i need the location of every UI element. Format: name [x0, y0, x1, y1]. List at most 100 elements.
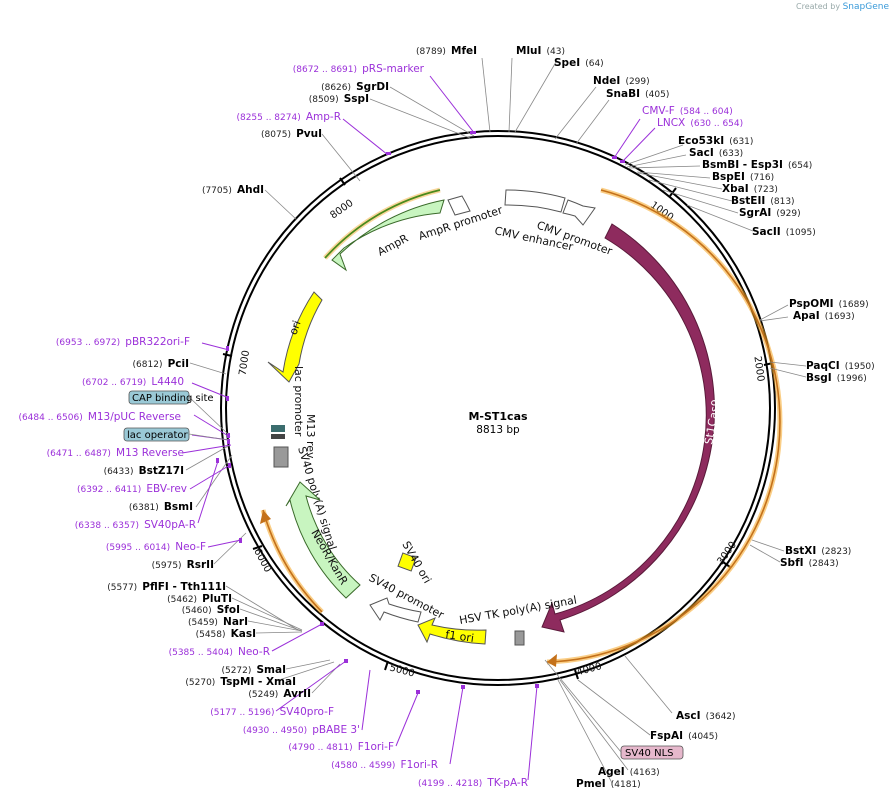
site-name-bsmi[interactable]: BsmI: [164, 501, 193, 513]
svg-text:(5458) KasI: (5458) KasI: [196, 622, 256, 641]
site-name-pflfi[interactable]: PflFI - Tth111I: [142, 581, 226, 593]
site-name-smai[interactable]: SmaI: [257, 664, 287, 676]
site-name-sbfi[interactable]: SbfI: [780, 557, 804, 569]
site-num-fspai: (4045): [688, 732, 718, 742]
site-name-pspomi[interactable]: PspOMI: [789, 298, 834, 310]
lac-operator-feature[interactable]: [271, 425, 285, 432]
site-name-kasi[interactable]: KasI: [231, 628, 256, 640]
hsv-tk-polya-feature[interactable]: [514, 630, 525, 646]
primer-name-amp-r[interactable]: Amp-R: [306, 111, 341, 123]
site-num-avrii: (5249): [248, 690, 278, 700]
primer-name-l4440[interactable]: L4440: [151, 376, 184, 388]
site-name-avrii[interactable]: AvrII: [283, 688, 311, 700]
site-name-bsgi[interactable]: BsgI: [806, 372, 832, 384]
site-name-ndei[interactable]: NdeI: [593, 75, 620, 87]
site-name-ahdi[interactable]: AhdI: [237, 184, 264, 196]
site-num-bsmbi: (654): [788, 161, 812, 171]
site-name-bspei[interactable]: BspEI: [712, 171, 745, 183]
site-name-agei[interactable]: AgeI: [598, 766, 625, 778]
cap-binding-site-label[interactable]: CAP binding site: [132, 393, 214, 404]
tick-6000: 6000: [251, 547, 273, 575]
m13-rev-feature[interactable]: [271, 434, 285, 439]
site-name-bstxi[interactable]: BstXI: [785, 545, 816, 557]
site-name-sfoi[interactable]: SfoI: [217, 604, 240, 616]
primer-name-sv40pro-f[interactable]: SV40pro-F: [280, 706, 334, 718]
sv40-promoter-feature[interactable]: [369, 597, 422, 623]
svg-text:PaqCI (1950): PaqCI (1950): [806, 354, 875, 373]
orf-neor-head: [260, 510, 271, 524]
site-name-bstz17i[interactable]: BstZ17I: [139, 465, 184, 477]
svg-text:(7705) AhdI: (7705) AhdI: [202, 178, 264, 197]
primer-name-sv40pa-r[interactable]: SV40pA-R: [144, 519, 196, 531]
site-name-apai[interactable]: ApaI: [793, 310, 820, 322]
tick-7000: 7000: [238, 350, 252, 377]
site-num-pmei: (4181): [611, 780, 641, 790]
site-num-sacii: (1095): [786, 228, 816, 238]
primer-name-ebv-rev[interactable]: EBV-rev: [146, 483, 187, 495]
svg-text:(5177 .. 5196) SV40pro-F: (5177 .. 5196) SV40pro-F: [210, 700, 334, 719]
site-name-pluti[interactable]: PluTI: [202, 593, 232, 605]
site-name-sspi[interactable]: SspI: [344, 93, 369, 105]
site-name-paqci[interactable]: PaqCI: [806, 360, 840, 372]
svg-text:(5272) SmaI: (5272) SmaI: [221, 658, 286, 677]
primer-name-prs-marker[interactable]: pRS-marker: [362, 63, 425, 75]
site-name-bsteii[interactable]: BstEII: [731, 195, 765, 207]
lac-operator-label[interactable]: lac operator: [127, 430, 188, 441]
site-num-pspomi: (1689): [839, 300, 869, 310]
svg-text:ApaI (1693): ApaI (1693): [793, 304, 855, 323]
site-name-fspai[interactable]: FspAI: [650, 730, 683, 742]
svg-text:BsmBI - Esp3I (654): BsmBI - Esp3I (654): [702, 153, 812, 172]
ampr-feature[interactable]: [331, 199, 445, 272]
site-name-pcii[interactable]: PciI: [168, 358, 189, 370]
primer-num-cmv-f: (584 .. 604): [680, 107, 733, 117]
primer-name-cmv-f[interactable]: CMV-F: [642, 105, 675, 117]
primer-name-pbabe-3[interactable]: pBABE 3': [312, 724, 360, 736]
neor-feature[interactable]: [285, 481, 361, 599]
ori-feature[interactable]: [267, 291, 323, 383]
site-name-pvui[interactable]: PvuI: [296, 128, 322, 140]
site-num-bsteii: (813): [770, 197, 794, 207]
site-name-bsmbi[interactable]: BsmBI - Esp3I: [702, 159, 783, 171]
svg-text:SgrAI (929): SgrAI (929): [739, 201, 801, 220]
site-num-paqci: (1950): [845, 362, 875, 372]
site-name-eco53ki[interactable]: Eco53kI: [678, 135, 724, 147]
site-name-rsrii[interactable]: RsrII: [187, 559, 214, 571]
primer-name-neo-r[interactable]: Neo-R: [238, 646, 270, 658]
primer-name-lncx[interactable]: LNCX: [657, 117, 685, 129]
site-name-nari[interactable]: NarI: [223, 616, 248, 628]
site-name-mfei[interactable]: MfeI: [451, 45, 477, 57]
primer-labels: (8672 .. 8691) pRS-marker (8255 .. 8274)…: [18, 63, 743, 790]
cmv-promoter-feature[interactable]: [562, 199, 596, 226]
svg-text:(5577) PflFI - Tth111I: (5577) PflFI - Tth111I: [107, 575, 226, 594]
primer-name-pbr322ori-f[interactable]: pBR322ori-F: [125, 336, 190, 348]
site-name-spei[interactable]: SpeI: [554, 57, 580, 69]
primer-name-m13-reverse[interactable]: M13 Reverse: [116, 447, 184, 459]
ampr-promoter-feature[interactable]: [447, 195, 471, 216]
st1cas9-feature[interactable]: [541, 223, 715, 633]
site-name-snabi[interactable]: SnaBI: [606, 88, 640, 100]
site-num-smai: (5272): [221, 666, 251, 676]
site-name-saci[interactable]: SacI: [689, 147, 714, 159]
primer-name-neo-f[interactable]: Neo-F: [175, 541, 206, 553]
sv40-nls-label[interactable]: SV40 NLS: [625, 748, 674, 759]
site-name-sacii[interactable]: SacII: [752, 226, 781, 238]
site-num-snabi: (405): [645, 90, 669, 100]
f1-ori-feature[interactable]: [417, 617, 487, 645]
site-name-pmei[interactable]: PmeI: [576, 778, 606, 790]
sv40-ori-feature[interactable]: [397, 552, 417, 572]
site-name-sgrdi[interactable]: SgrDI: [356, 81, 389, 93]
primer-name-m13-puc-reverse[interactable]: M13/pUC Reverse: [88, 411, 181, 423]
primer-name-f1ori-r[interactable]: F1ori-R: [401, 759, 438, 771]
primer-name-f1ori-f[interactable]: F1ori-F: [358, 741, 394, 753]
site-name-sgrai[interactable]: SgrAI: [739, 207, 771, 219]
sv40-polya-feature[interactable]: [273, 446, 289, 468]
cmv-enhancer-feature[interactable]: [504, 189, 566, 213]
tick-2000: 2000: [751, 356, 765, 383]
primer-name-tk-pa-r[interactable]: TK-pA-R: [486, 777, 528, 789]
svg-text:(4199 .. 4218) TK-pA-R: (4199 .. 4218) TK-pA-R: [418, 771, 528, 790]
site-name-mlui[interactable]: MluI: [516, 45, 541, 57]
primer-num-ebv-rev: (6392 .. 6411): [77, 485, 141, 495]
site-name-tspmi[interactable]: TspMI - XmaI: [220, 676, 296, 688]
site-name-asci[interactable]: AscI: [676, 710, 701, 722]
site-name-xbai[interactable]: XbaI: [722, 183, 749, 195]
